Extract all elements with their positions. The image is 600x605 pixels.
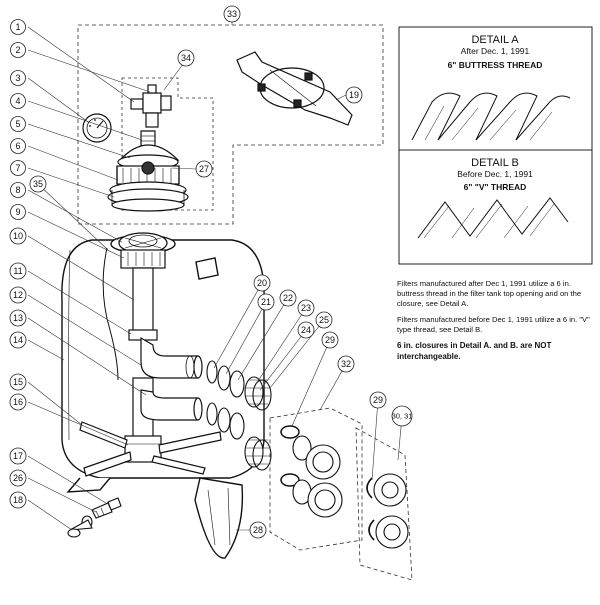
bulkhead-fittings	[206, 360, 300, 487]
callout-label: 12	[13, 290, 23, 300]
detail-a-thread: 6" BUTTRESS THREAD	[448, 60, 543, 70]
group-box-32	[269, 407, 363, 551]
union-fittings	[292, 435, 343, 518]
callout-label: 22	[283, 293, 293, 303]
callout-label: 33	[227, 9, 237, 19]
filter-closure	[107, 144, 189, 212]
detail-a-title: DETAIL A	[471, 34, 519, 46]
note-not-interchangeable: 6 in. closures in Detail A. and B. are N…	[397, 341, 552, 361]
detail-b-date: Before Dec. 1, 1991	[457, 169, 533, 179]
callout-label: 26	[13, 473, 23, 483]
callout-label: 11	[13, 266, 22, 276]
callout-label: 4	[15, 96, 20, 106]
callout-label: 7	[15, 163, 20, 173]
callout-label: 10	[13, 231, 23, 241]
callout-label: 2	[15, 45, 20, 55]
leader-lines	[27, 14, 403, 531]
union-fittings-alt	[366, 473, 409, 549]
callout-label: 32	[341, 359, 351, 369]
callout-label: 13	[13, 313, 23, 323]
callout-label: 24	[301, 325, 311, 335]
callout-label: 3	[15, 73, 20, 83]
callout-label: 25	[319, 315, 329, 325]
callout-label: 8	[15, 185, 20, 195]
detail-b-thread: 6" "V" THREAD	[464, 182, 527, 192]
closure-key-wrench	[236, 51, 353, 126]
v-thread-profile	[417, 197, 569, 239]
group-box-33	[77, 24, 384, 225]
callout-label: 14	[13, 335, 23, 345]
callout-label: 29	[325, 335, 335, 345]
callout-label: 28	[253, 525, 263, 535]
callout-labels: 1 2 3 4 5 6 7 35 8 9 10 11 12 13 14 15 1…	[13, 9, 412, 535]
detail-b-title: DETAIL B	[471, 157, 519, 169]
callout-label: 19	[349, 90, 359, 100]
group-box-34	[121, 77, 214, 211]
group-box-30-31	[355, 427, 413, 581]
callout-label: 35	[33, 179, 43, 189]
callout-label: 15	[13, 377, 23, 387]
callout-label: 34	[181, 53, 191, 63]
callout-label: 5	[15, 119, 20, 129]
detail-a-date: After Dec. 1, 1991	[461, 46, 530, 56]
callout-label: 17	[13, 451, 23, 461]
drain-plug-assembly	[67, 497, 122, 538]
detail-frame	[398, 26, 593, 265]
callout-label: 16	[13, 397, 23, 407]
callout-label: 21	[261, 297, 271, 307]
buttress-thread-profile	[411, 92, 571, 141]
callout-label: 6	[15, 141, 20, 151]
callout-label: 23	[301, 303, 311, 313]
callout-label: 9	[15, 207, 20, 217]
notes-block: Filters manufactured after Dec 1, 1991 u…	[397, 279, 597, 368]
callout-label: 30, 31	[392, 412, 413, 421]
callout-label: 29	[373, 395, 383, 405]
note-v-thread: Filters manufactured before Dec 1, 1991 …	[397, 315, 590, 335]
callout-label: 20	[257, 278, 267, 288]
internal-manifold	[79, 232, 222, 477]
callout-label: 18	[13, 495, 23, 505]
callout-bubbles	[9, 5, 413, 539]
callout-label: 1	[15, 22, 20, 32]
callout-label: 27	[199, 164, 209, 174]
note-buttress: Filters manufactured after Dec 1, 1991 u…	[397, 279, 582, 309]
